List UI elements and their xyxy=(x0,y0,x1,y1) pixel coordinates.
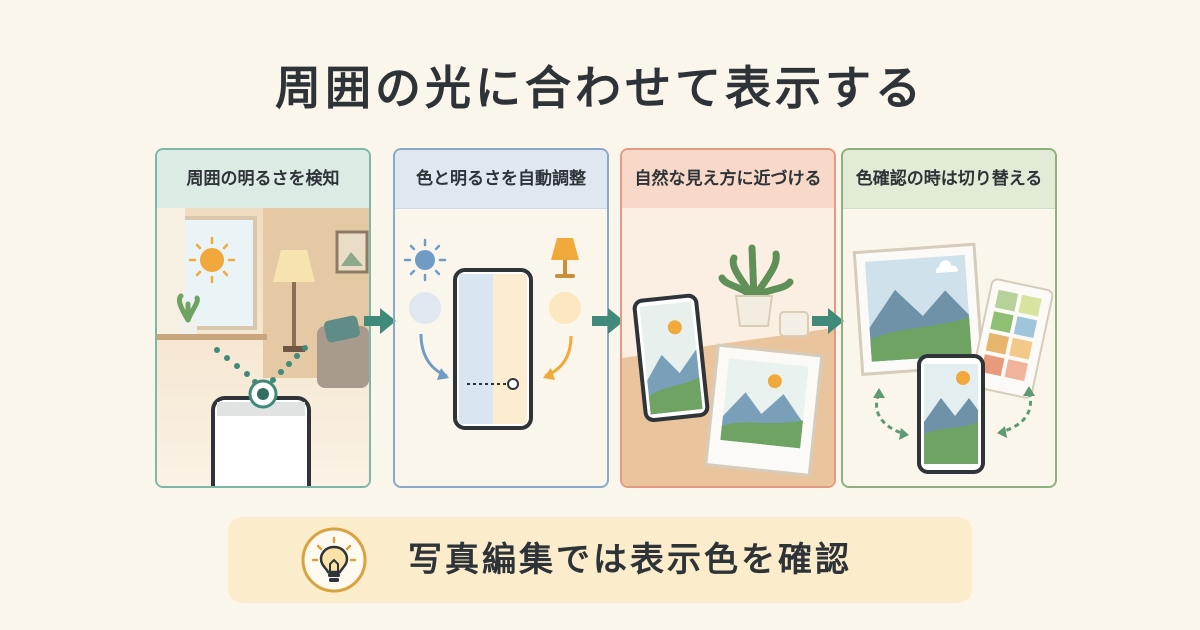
step-panel-detect-brightness: 周囲の明るさを検知 xyxy=(155,148,371,488)
step-panel-color-check: 色確認の時は切り替える xyxy=(841,148,1057,488)
step-label: 周囲の明るさを検知 xyxy=(157,150,369,209)
tip-banner: 写真編集では表示色を確認 xyxy=(228,517,972,603)
color-check-illustration xyxy=(843,208,1055,486)
step-label: 色確認の時は切り替える xyxy=(843,150,1055,209)
sensor-icon xyxy=(248,379,278,409)
cool-light-icon xyxy=(403,238,447,282)
switch-arrows-icon xyxy=(875,391,1032,436)
color-swatch-card xyxy=(970,278,1054,399)
sun-icon xyxy=(188,236,236,284)
page-title: 周囲の光に合わせて表示する xyxy=(275,61,925,115)
flow-arrow-icon xyxy=(364,308,396,334)
tip-text: 写真編集では表示色を確認 xyxy=(408,540,852,580)
step-panel-auto-adjust: 色と明るさを自動調整 xyxy=(393,148,609,488)
lamp-icon xyxy=(551,238,579,278)
flow-arrow-icon xyxy=(812,308,844,334)
room-scene-illustration xyxy=(157,208,369,486)
flow-arrow-icon xyxy=(592,308,624,334)
plant-icon xyxy=(718,244,794,327)
step-label: 色と明るさを自動調整 xyxy=(395,150,607,209)
step-panel-natural-view: 自然な見え方に近づける xyxy=(620,148,836,488)
natural-view-illustration xyxy=(622,208,834,486)
lightbulb-icon xyxy=(301,527,367,593)
step-label: 自然な見え方に近づける xyxy=(622,150,834,209)
brightness-slider-icon xyxy=(467,378,519,390)
adjust-illustration xyxy=(395,208,607,486)
